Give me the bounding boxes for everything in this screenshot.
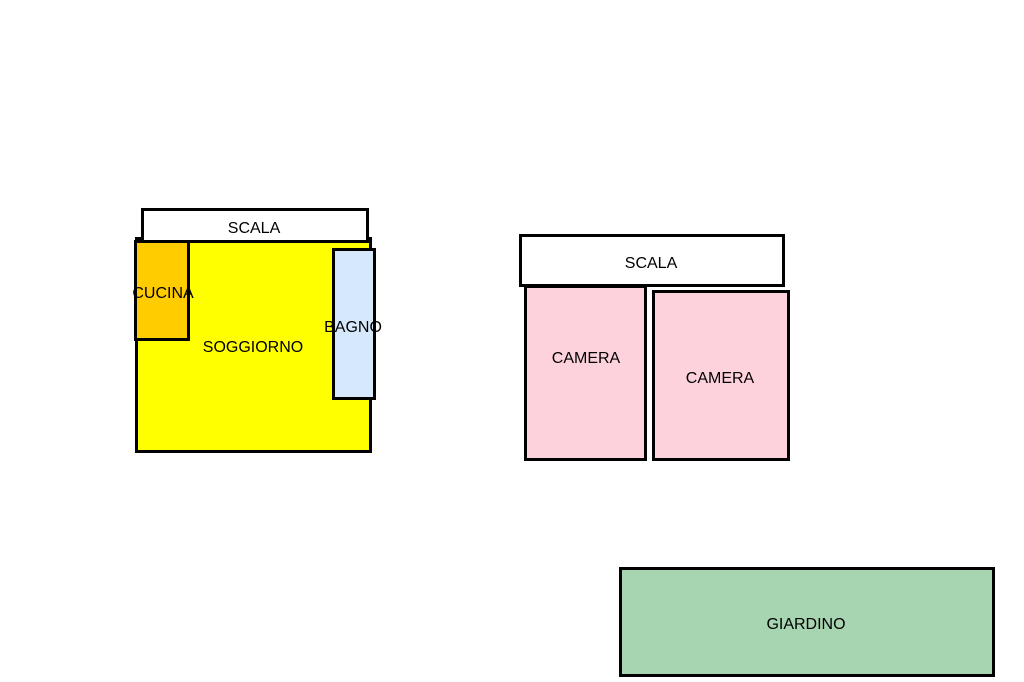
label-giardino: GIARDINO (766, 616, 846, 633)
room-camera-2 (652, 290, 790, 461)
room-giardino (619, 567, 995, 677)
label-camera-1: CAMERA (551, 350, 621, 367)
label-camera-2: CAMERA (685, 370, 755, 387)
room-bagno (332, 248, 376, 400)
room-scala-left (141, 208, 369, 243)
room-scala-right (519, 234, 785, 287)
label-cucina: CUCINA (132, 285, 194, 302)
label-bagno: BAGNO (324, 319, 382, 336)
room-camera-1 (524, 285, 647, 461)
label-scala-left: SCALA (227, 220, 281, 237)
label-soggiorno: SOGGIORNO (202, 339, 304, 356)
room-cucina (134, 240, 190, 341)
label-scala-right: SCALA (624, 255, 678, 272)
